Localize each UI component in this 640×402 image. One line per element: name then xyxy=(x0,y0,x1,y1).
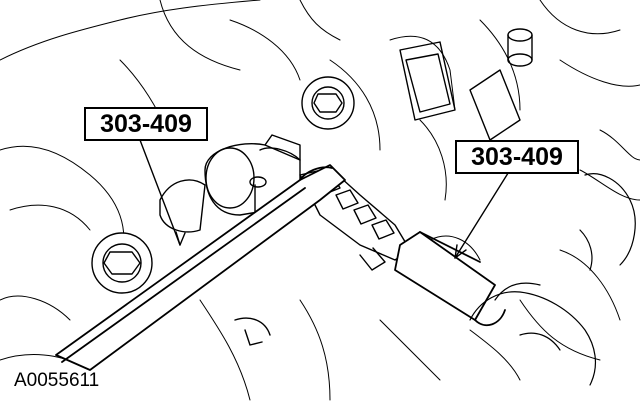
leader-lines xyxy=(139,139,511,259)
clip-detail xyxy=(159,179,271,346)
figure-id: A0055611 xyxy=(14,370,100,391)
socket-extension xyxy=(394,231,506,327)
bolt-lower xyxy=(91,232,153,294)
bracket-assembly xyxy=(399,28,533,141)
hand-outline xyxy=(469,173,636,386)
wrench-handle xyxy=(55,164,346,371)
tool-callout-right-label: 303-409 xyxy=(471,143,563,171)
bolt-upper xyxy=(301,76,355,130)
tool-callout-right: 303-409 xyxy=(455,140,579,174)
tool-callout-left-label: 303-409 xyxy=(100,110,192,138)
tool-callout-left: 303-409 xyxy=(84,107,208,141)
